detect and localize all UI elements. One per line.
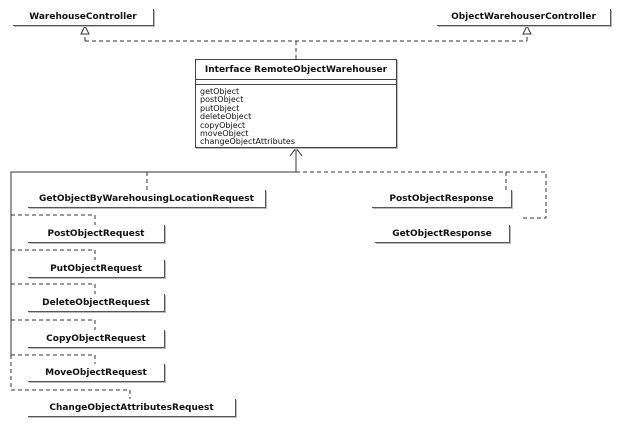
- method-item: changeObjectAttributes: [200, 137, 295, 147]
- method-item: getObject: [200, 87, 240, 96]
- remote-object-warehouser-interface: Interface RemoteObjectWarehouser getObje…: [195, 59, 397, 148]
- copy-object-request-box: CopyObjectRequest: [28, 330, 165, 348]
- object-warehouser-controller-label: ObjectWarehouserController: [451, 12, 596, 22]
- post-object-response-box: PostObjectResponse: [372, 190, 512, 208]
- method-item: putObject: [200, 103, 240, 113]
- post-object-response-label: PostObjectResponse: [389, 193, 494, 204]
- get-object-by-warehousing-location-request-box: GetObjectByWarehousingLocationRequest: [28, 190, 266, 208]
- interface-methods: getObject postObject putObject deleteObj…: [196, 85, 396, 147]
- get-object-response-box: GetObjectResponse: [375, 225, 510, 243]
- get-object-by-warehousing-location-request-label: GetObjectByWarehousingLocationRequest: [39, 193, 254, 204]
- method-item: copyObject: [200, 120, 246, 130]
- interface-title: Interface RemoteObjectWarehouser: [196, 60, 396, 80]
- put-object-request-label: PutObjectRequest: [50, 263, 142, 274]
- get-object-response-label: GetObjectResponse: [392, 228, 492, 239]
- move-object-request-label: MoveObjectRequest: [45, 367, 147, 378]
- warehouse-controller-box: WarehouseController: [13, 9, 154, 26]
- copy-object-request-label: CopyObjectRequest: [46, 333, 146, 344]
- move-object-request-box: MoveObjectRequest: [28, 364, 165, 382]
- interface-attributes-section: [196, 80, 396, 85]
- method-item: deleteObject: [200, 112, 252, 122]
- method-item: postObject: [200, 95, 244, 105]
- method-item: moveObject: [200, 129, 249, 139]
- change-object-attributes-request-box: ChangeObjectAttributesRequest: [28, 399, 236, 417]
- put-object-request-box: PutObjectRequest: [28, 260, 165, 278]
- post-object-request-label: PostObjectRequest: [47, 228, 145, 239]
- delete-object-request-box: DeleteObjectRequest: [28, 294, 165, 312]
- warehouse-controller-label: WarehouseController: [29, 12, 137, 22]
- post-object-request-box: PostObjectRequest: [28, 225, 165, 243]
- change-object-attributes-request-label: ChangeObjectAttributesRequest: [49, 402, 214, 413]
- object-warehouser-controller-box: ObjectWarehouserController: [437, 9, 611, 26]
- delete-object-request-label: DeleteObjectRequest: [42, 297, 150, 308]
